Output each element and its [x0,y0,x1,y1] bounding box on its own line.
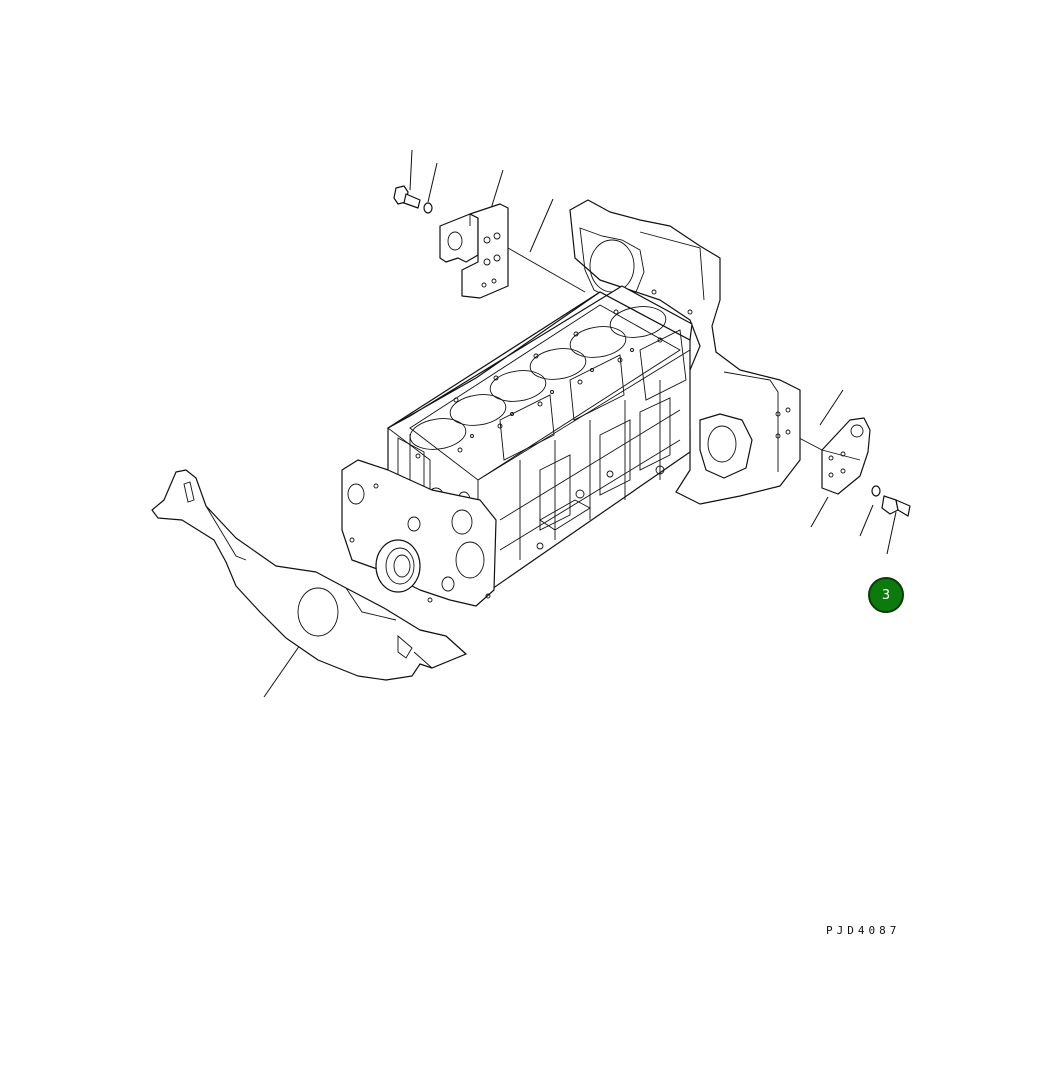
rear-bolt [881,495,911,517]
callout-3[interactable]: 3 [868,577,904,613]
rear-engine-bracket [821,417,871,495]
rear-washer [871,485,881,497]
figure-code: PJD4087 [826,924,901,937]
flywheel-housing [569,199,801,505]
front-support-plate [151,469,467,681]
crankshaft-seal [375,539,421,593]
front-washer [423,202,433,214]
front-bolt [393,185,421,209]
leader-lines [263,149,897,698]
front-engine-bracket [439,203,509,299]
